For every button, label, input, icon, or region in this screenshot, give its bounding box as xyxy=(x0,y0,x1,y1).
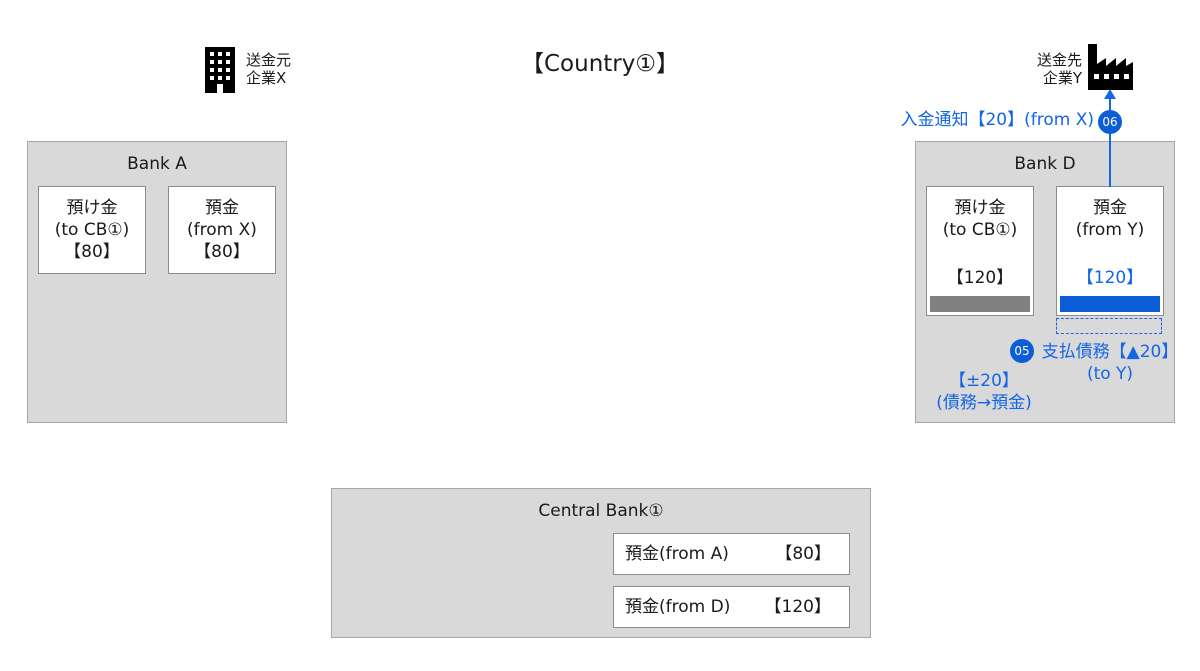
account-amount: 【80】 xyxy=(194,242,250,262)
receiver-label: 送金先 企業Y xyxy=(1012,51,1082,87)
sender-label-line1: 送金元 xyxy=(246,51,292,69)
sender-label-line2: 企業X xyxy=(246,69,287,87)
account-type: 預金 xyxy=(1093,198,1127,218)
account-type: 預け金 xyxy=(66,198,118,218)
account-party: (from Y) xyxy=(1075,220,1145,240)
receiver-label-line1: 送金先 xyxy=(1036,51,1082,69)
conversion-line2: (債務→預金) xyxy=(936,393,1032,413)
conversion-line1: 【±20】 xyxy=(949,371,1019,391)
account-party: (to CB①) xyxy=(54,220,130,240)
bank-a-deposit-from-x: 預金 (from X) 【80】 xyxy=(168,186,276,274)
conversion-label: 【±20】 (債務→預金) xyxy=(920,370,1048,414)
bank-d-title: Bank D xyxy=(1014,154,1076,174)
payable-line2: (to Y) xyxy=(1086,364,1134,384)
bank-a-panel: Bank A 預け金 (to CB①) 【80】 預金 (from X) 【80… xyxy=(27,141,287,423)
receiver-label-line2: 企業Y xyxy=(1042,69,1082,87)
notification-label: 入金通知【20】(from X) xyxy=(900,110,1094,130)
bank-d-panel: Bank D 預け金 (to CB①) 【120】 預金 (from Y) 【1… xyxy=(915,141,1175,423)
notification-arrow xyxy=(1104,89,1116,187)
account-amount: 【80】 xyxy=(64,242,120,262)
page-title: 【Country①】 xyxy=(521,51,679,77)
central-bank-title: Central Bank① xyxy=(538,501,664,521)
account-type: 預金 xyxy=(205,198,239,218)
bank-d-deposit-to-cb: 預け金 (to CB①) 【120】 xyxy=(926,186,1034,316)
account-amount: 【120】 xyxy=(1076,268,1144,288)
payable-line1: 支払債務【▲20】 xyxy=(1041,342,1179,362)
central-bank-row: 預金(from D) 【120】 xyxy=(613,586,850,628)
central-bank-panel: Central Bank① 預金(from A) 【80】 預金(from D)… xyxy=(331,488,871,638)
payable-dashed-box xyxy=(1056,318,1162,334)
row-account: 預金(from D) xyxy=(625,597,731,617)
bank-a-deposit-to-cb: 預け金 (to CB①) 【80】 xyxy=(38,186,146,274)
row-account: 預金(from A) xyxy=(625,544,729,564)
balance-bar xyxy=(930,296,1030,312)
bank-a-title: Bank A xyxy=(127,154,187,174)
payable-label: 支払債務【▲20】 (to Y) xyxy=(1040,341,1180,385)
row-amount: 【80】 xyxy=(775,544,831,564)
office-building-icon xyxy=(205,47,235,93)
step-05-badge: 05 xyxy=(1010,339,1034,363)
account-type: 預け金 xyxy=(954,198,1006,218)
central-bank-row: 預金(from A) 【80】 xyxy=(613,533,850,575)
factory-icon xyxy=(1088,44,1133,90)
account-party: (from X) xyxy=(187,220,257,240)
bank-d-deposit-from-y: 預金 (from Y) 【120】 xyxy=(1056,186,1164,316)
row-amount: 【120】 xyxy=(764,597,831,617)
balance-bar xyxy=(1060,296,1160,312)
step-06-badge: 06 xyxy=(1098,110,1122,134)
account-party: (to CB①) xyxy=(942,220,1018,240)
sender-label: 送金元 企業X xyxy=(246,51,316,87)
account-amount: 【120】 xyxy=(946,268,1014,288)
